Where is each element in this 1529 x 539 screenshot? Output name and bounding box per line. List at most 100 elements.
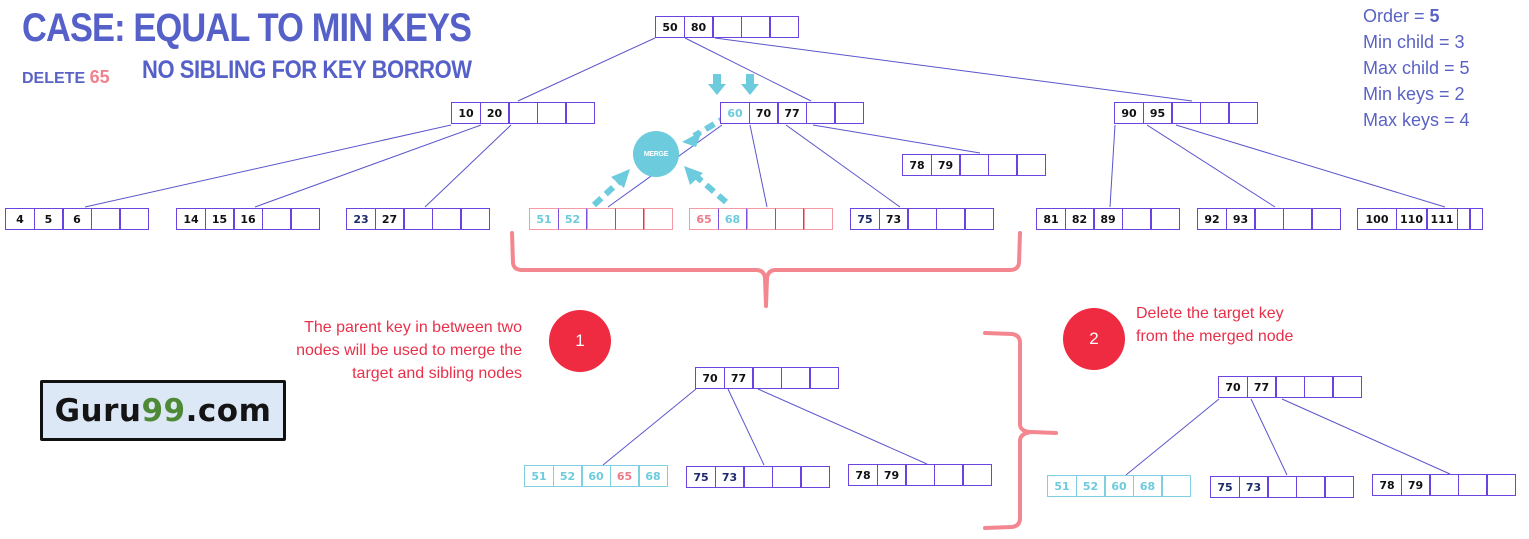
empty-key-cell (905, 464, 935, 486)
key-cell: 78 (1372, 474, 1402, 496)
edge (1125, 398, 1220, 476)
key-cell: 5 (33, 208, 64, 230)
key-cell: 82 (1064, 208, 1095, 230)
max-keys-line: Max keys = 4 (1363, 110, 1470, 130)
empty-key-cell (809, 367, 839, 389)
key-cell: 68 (638, 465, 668, 487)
empty-key-cell (1295, 476, 1326, 498)
empty-key-cell (1228, 102, 1258, 124)
empty-key-cell (290, 208, 320, 230)
empty-key-cell (90, 208, 121, 230)
key-cell: 6 (62, 208, 92, 230)
merge-arrows (708, 74, 759, 95)
key-cell: 111 (1426, 208, 1458, 230)
empty-key-cell (431, 208, 462, 230)
key-cell: 20 (479, 102, 510, 124)
edge (254, 124, 482, 208)
step-2-text: Delete the target key from the merged no… (1136, 305, 1294, 345)
empty-key-cell (1456, 208, 1471, 230)
down-arrow-icon (708, 74, 726, 95)
empty-key-cell (780, 367, 811, 389)
edge (1146, 124, 1276, 208)
logo-suffix: .com (185, 392, 272, 429)
empty-key-cell (565, 102, 595, 124)
key-cell: 95 (1142, 102, 1173, 124)
key-cell: 75 (850, 208, 880, 230)
empty-key-cell (614, 208, 645, 230)
key-cell: 68 (717, 208, 748, 230)
min-keys-line: Min keys = 2 (1363, 84, 1465, 104)
empty-key-cell (643, 208, 673, 230)
edge (517, 37, 656, 102)
delete-label: DELETE 65 (22, 67, 110, 88)
empty-key-cell (805, 102, 836, 124)
key-cell: 100 (1357, 208, 1397, 230)
empty-key-cell (1275, 376, 1305, 398)
empty-key-cell (1016, 154, 1046, 176)
empty-key-cell (508, 102, 538, 124)
empty-key-cell (1303, 376, 1334, 398)
delete-key: 65 (89, 67, 110, 87)
key-cell: 80 (683, 16, 714, 38)
min-child-line: Min child = 3 (1363, 32, 1465, 52)
key-cell: 110 (1395, 208, 1428, 230)
step-1-text: The parent key in between two nodes will… (296, 319, 522, 382)
edge (684, 37, 812, 102)
empty-key-cell (769, 16, 799, 38)
arrowhead-icon (611, 169, 630, 188)
key-cell: 23 (346, 208, 376, 230)
key-cell: 90 (1114, 102, 1144, 124)
key-cell: 93 (1225, 208, 1256, 230)
down-arrow-icon (741, 74, 759, 95)
key-cell: 79 (876, 464, 907, 486)
key-cell: 75 (686, 466, 716, 488)
empty-key-cell (803, 208, 833, 230)
horizontal-brace (510, 231, 1022, 308)
key-cell: 10 (451, 102, 481, 124)
empty-key-cell (774, 208, 805, 230)
delete-prefix: DELETE (22, 70, 86, 87)
key-cell: 60 (720, 102, 750, 124)
key-cell: 51 (1047, 475, 1077, 497)
key-cell: 70 (695, 367, 725, 389)
empty-key-cell (740, 16, 771, 38)
key-cell: 60 (1104, 475, 1134, 497)
edge (714, 37, 1193, 102)
edge (84, 124, 452, 208)
key-cell: 79 (930, 154, 961, 176)
key-cell: 52 (552, 465, 583, 487)
arrowhead-icon (684, 166, 703, 185)
edge (424, 124, 512, 208)
key-cell: 52 (557, 208, 588, 230)
empty-key-cell (935, 208, 966, 230)
edge (785, 124, 901, 208)
key-cell: 27 (374, 208, 405, 230)
empty-key-cell (1267, 476, 1297, 498)
key-cell: 77 (777, 102, 807, 124)
key-cell: 70 (748, 102, 779, 124)
empty-key-cell (119, 208, 149, 230)
key-cell: 73 (878, 208, 909, 230)
empty-key-cell (1469, 208, 1483, 230)
order-value: 5 (1429, 6, 1440, 26)
empty-key-cell (987, 154, 1018, 176)
empty-key-cell (746, 208, 776, 230)
logo-prefix: Guru (54, 392, 142, 429)
empty-key-cell (1199, 102, 1230, 124)
empty-key-cell (1486, 474, 1516, 496)
order-label: Order = (1363, 6, 1425, 26)
key-cell: 51 (529, 208, 559, 230)
empty-key-cell (403, 208, 433, 230)
key-cell: 16 (233, 208, 263, 230)
key-cell: 89 (1093, 208, 1123, 230)
